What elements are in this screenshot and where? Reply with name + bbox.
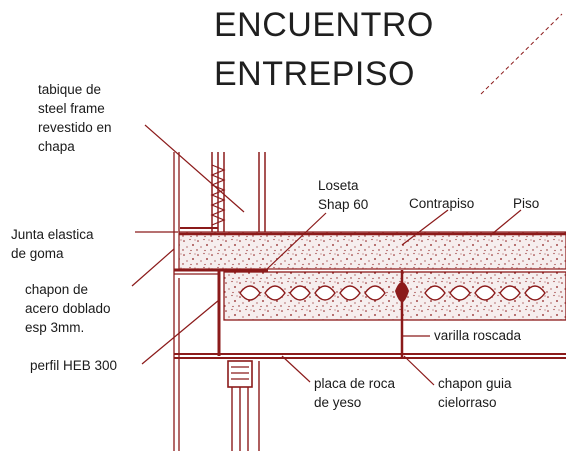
- chapon-acero: [174, 268, 268, 356]
- loseta-hollows: [239, 285, 546, 301]
- label-junta: Junta elastica de goma: [11, 227, 94, 261]
- steel-frame-wall: [180, 152, 266, 232]
- title-line-1: ENCUENTRO: [214, 6, 434, 44]
- label-contrapiso: Contrapiso: [409, 196, 475, 211]
- label-tabique: tabique de steel frame revestido en chap…: [38, 82, 112, 154]
- varilla-roscada: [395, 270, 409, 358]
- label-varilla: varilla roscada: [434, 328, 522, 343]
- label-perfil: perfil HEB 300: [30, 358, 118, 373]
- label-piso: Piso: [513, 196, 540, 211]
- column-left: [173, 152, 180, 451]
- contrapiso-layer: [178, 231, 566, 270]
- label-loseta: Loseta Shap 60: [318, 178, 369, 212]
- dashed-diagonal: [480, 13, 563, 95]
- title-line-2: ENTREPISO: [214, 55, 415, 93]
- leader-lines: [131, 124, 522, 386]
- label-chapon: chapon de acero doblado esp 3mm.: [25, 282, 111, 335]
- label-chapon-guia: chapon guia cielorraso: [438, 376, 512, 410]
- label-placa: placa de roca de yeso: [314, 376, 396, 410]
- cielorraso: [174, 273, 566, 359]
- window-frame: [227, 360, 260, 451]
